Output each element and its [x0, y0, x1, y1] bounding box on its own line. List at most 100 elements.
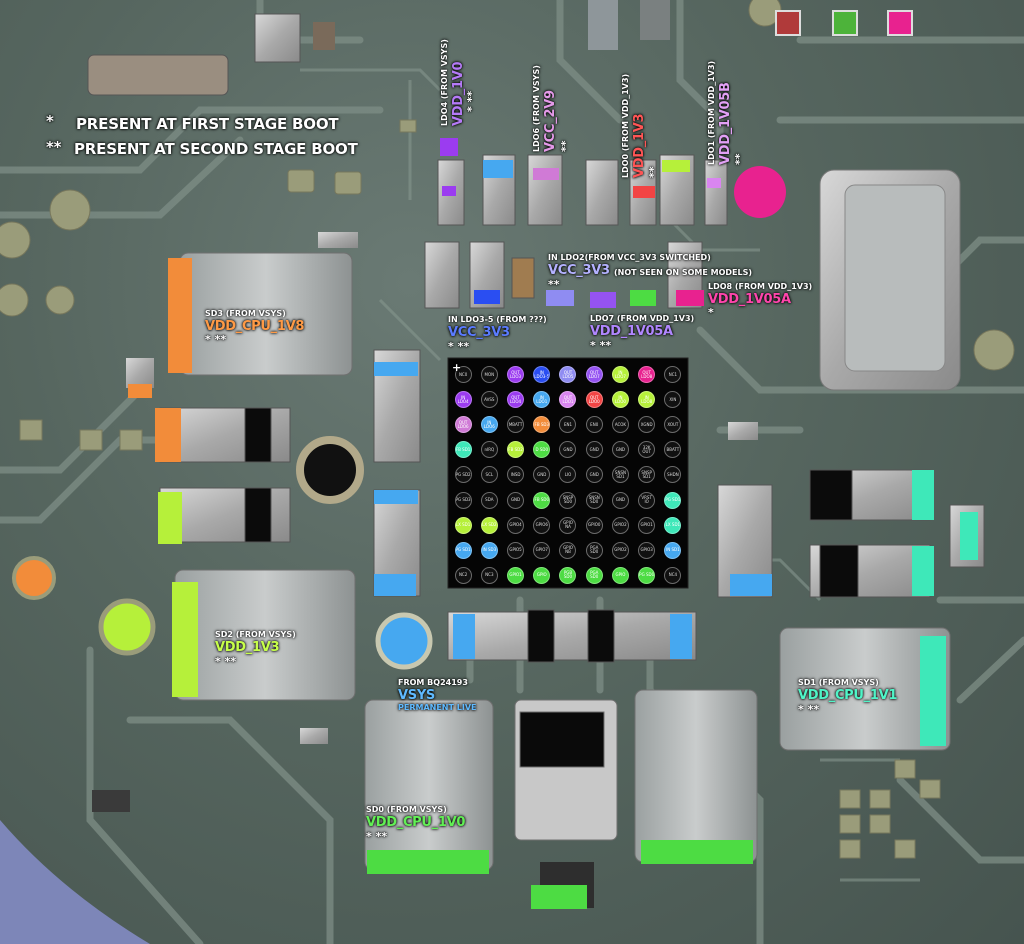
chip-pin: NC4 [660, 563, 686, 588]
legend-first-text: PRESENT AT FIRST STAGE BOOT [76, 115, 339, 133]
chip-pin-label: NC4 [664, 566, 682, 584]
chip-pin-label: IN LDO0 [611, 391, 629, 409]
chip-pin-label: LX SD1 [664, 516, 682, 534]
chip-pin: MBATT [502, 412, 528, 437]
chip-pin-label: IN LDO7 [611, 366, 629, 384]
chip-pin-label: GND [533, 466, 551, 484]
chip-pin: PG SD3 [450, 488, 476, 513]
chip-pin: PGA SD0 [581, 538, 607, 563]
chip-pin-label: LX SD2 [480, 516, 498, 534]
chip-pin-label: OUT LDO8 [638, 366, 656, 384]
sd0-source: SD0 (FROM VSYS) [366, 805, 447, 814]
chip-pin-label: GPIO NB [559, 541, 577, 559]
chip-pin: GPIO6 [529, 513, 555, 538]
chip-pin: NC1 [660, 362, 686, 387]
chip-pin-label: 32K OUT [638, 441, 656, 459]
chip-pin: NC3 [476, 563, 502, 588]
chip-pin-label: PG SD0 [638, 566, 656, 584]
chip-pin: NC0 [450, 362, 476, 387]
chip-pin: GPIO0 [581, 513, 607, 538]
ldo8-rail: VDD_1V05A [708, 292, 791, 307]
ldo4-rail: VDD_1V0 [451, 61, 466, 126]
chip-pin-label: IN LDO1 [533, 391, 551, 409]
chip-pin: OUT LDO3 [502, 362, 528, 387]
sd1-stars: * ** [798, 703, 820, 716]
sd2-rail: VDD_1V3 [215, 640, 280, 655]
chip-pin-label: AVSS [480, 391, 498, 409]
chip-pin: GPIO1 [634, 513, 660, 538]
ldo35-source: IN LDO3-5 (FROM ???) [448, 315, 547, 324]
chip-pin-label: FB SD0 [533, 491, 551, 509]
chip-pin-label: GPIO3 [638, 541, 656, 559]
legend-second-text: PRESENT AT SECOND STAGE BOOT [74, 140, 358, 158]
chip-pin-label: GPIO2 [611, 516, 629, 534]
chip-pin-label: OUT LDO0 [585, 391, 603, 409]
chip-pin: VRST IO [634, 488, 660, 513]
chip-pin: ACOK [607, 412, 633, 437]
chip-pin: OUT LDO0 [581, 387, 607, 412]
chip-pin: PG SD2 [450, 462, 476, 487]
ldo0-rail: VDD_1V3 [632, 113, 647, 178]
ldo1-source: LDO1 (FROM VDD_1V3) [707, 60, 716, 165]
chip-pin-label: GPIO5 [507, 541, 525, 559]
ldo6-stars: ** [559, 140, 572, 152]
chip-pin: GPIO7 [529, 538, 555, 563]
ldo2-stars: ** [548, 278, 560, 291]
chip-pin: GND [581, 437, 607, 462]
chip-pin-label: OUT LDO6 [454, 416, 472, 434]
inductors [174, 252, 951, 871]
chip-pin-label: GND [585, 466, 603, 484]
fine-traces [300, 68, 920, 882]
chip-pin: SNSP SD1 [634, 462, 660, 487]
chip-pin-label: GPIO6 [533, 516, 551, 534]
chip-pin-label: EN0 [585, 416, 603, 434]
chip-pin: LIO [555, 462, 581, 487]
chip-pin-label: PG SD1 [664, 491, 682, 509]
ldo1-stars: ** [733, 153, 746, 165]
sd3-source: SD3 (FROM VSYS) [205, 309, 286, 318]
chip-pin-label: SNSN SD1 [611, 466, 629, 484]
chip-pin-label: GPIO2 [611, 541, 629, 559]
chip-pin: XIN [660, 387, 686, 412]
chip-pin: D SD0 [529, 437, 555, 462]
sd0-stars: * ** [366, 830, 388, 843]
chip-pin-label: OUT LDO3 [507, 366, 525, 384]
chip-pin-label: OUT LDO1 [559, 391, 577, 409]
chip-pin-label: ACOK [611, 416, 629, 434]
chip-pin-label: GPIO NA [559, 516, 577, 534]
chip-pin-label: NC0 [454, 366, 472, 384]
chip-pin-label: SNSP SD1 [638, 466, 656, 484]
chip-pin-label: PG SD2 [454, 466, 472, 484]
chip-pin: 32K OUT [634, 437, 660, 462]
chip-pin: GPIO2 [607, 538, 633, 563]
chip-pin-label: IN LDO8 [638, 391, 656, 409]
chip-pin: FB SD3 [529, 412, 555, 437]
chip-pin: SCL [476, 462, 502, 487]
chip-pin-label: EN1 [559, 416, 577, 434]
vias [0, 0, 1015, 859]
ldo4-source: LDO4 (FROM VSYS) [440, 39, 449, 126]
chip-pin-label: PG SD1 [454, 541, 472, 559]
sd1-source: SD1 (FROM VSYS) [798, 678, 879, 687]
chip-pin: OUT LDO5 [555, 362, 581, 387]
chip-pin: LX SD2 [476, 513, 502, 538]
chip-pin-label: GPIO4 [507, 516, 525, 534]
chip-pin: PG SD1 [450, 538, 476, 563]
status-square-green [832, 10, 858, 36]
ldo0-source: LDO0 (FROM VDD_1V3) [621, 73, 630, 178]
chip-pin-label: BBATT [664, 441, 682, 459]
chip-pin: SHDN [660, 462, 686, 487]
chip-pin: FB SD2 [502, 437, 528, 462]
vsys-markers [374, 160, 772, 670]
passives [87, 0, 758, 908]
chip-pin: GPIO5 [502, 538, 528, 563]
chip-pin-label: PGA SD0 [585, 566, 603, 584]
chip-pin: GND [555, 437, 581, 462]
chip-pin: OUT LDO4 [502, 387, 528, 412]
chip-pin-label: OUT LDO4 [507, 391, 525, 409]
chip-pin: MON [476, 362, 502, 387]
chip-pin-label: nIRQ [480, 441, 498, 459]
chip-pin-label: NC1 [664, 366, 682, 384]
